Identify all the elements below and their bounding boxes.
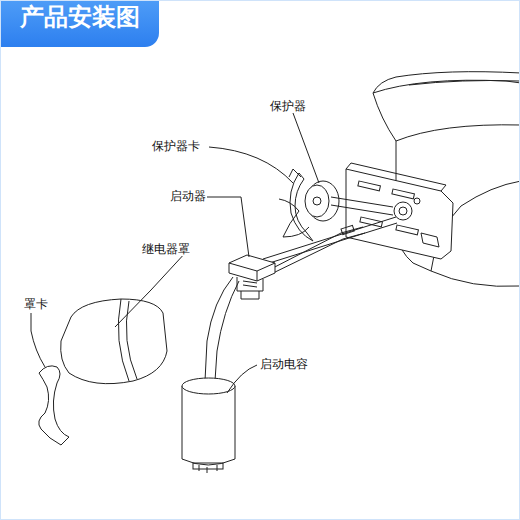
- part-label: 启动器: [169, 189, 207, 203]
- part-label: 保护器卡: [151, 139, 201, 153]
- title: 产品安装图: [1, 1, 159, 47]
- starter: [229, 255, 275, 299]
- terminal-bracket: [346, 163, 453, 259]
- capacitor-leads: [205, 277, 239, 381]
- part-label: 继电器罩: [141, 242, 191, 256]
- protector-clip: [279, 169, 313, 241]
- relay-cover: [61, 299, 167, 384]
- cover-clip: [39, 366, 69, 445]
- leader-lines: [31, 113, 319, 393]
- part-label: 启动电容: [259, 357, 309, 371]
- wires: [263, 217, 397, 275]
- part-label: 罩卡: [23, 297, 49, 311]
- protector: [305, 181, 393, 221]
- part-label: 保护器: [269, 99, 307, 113]
